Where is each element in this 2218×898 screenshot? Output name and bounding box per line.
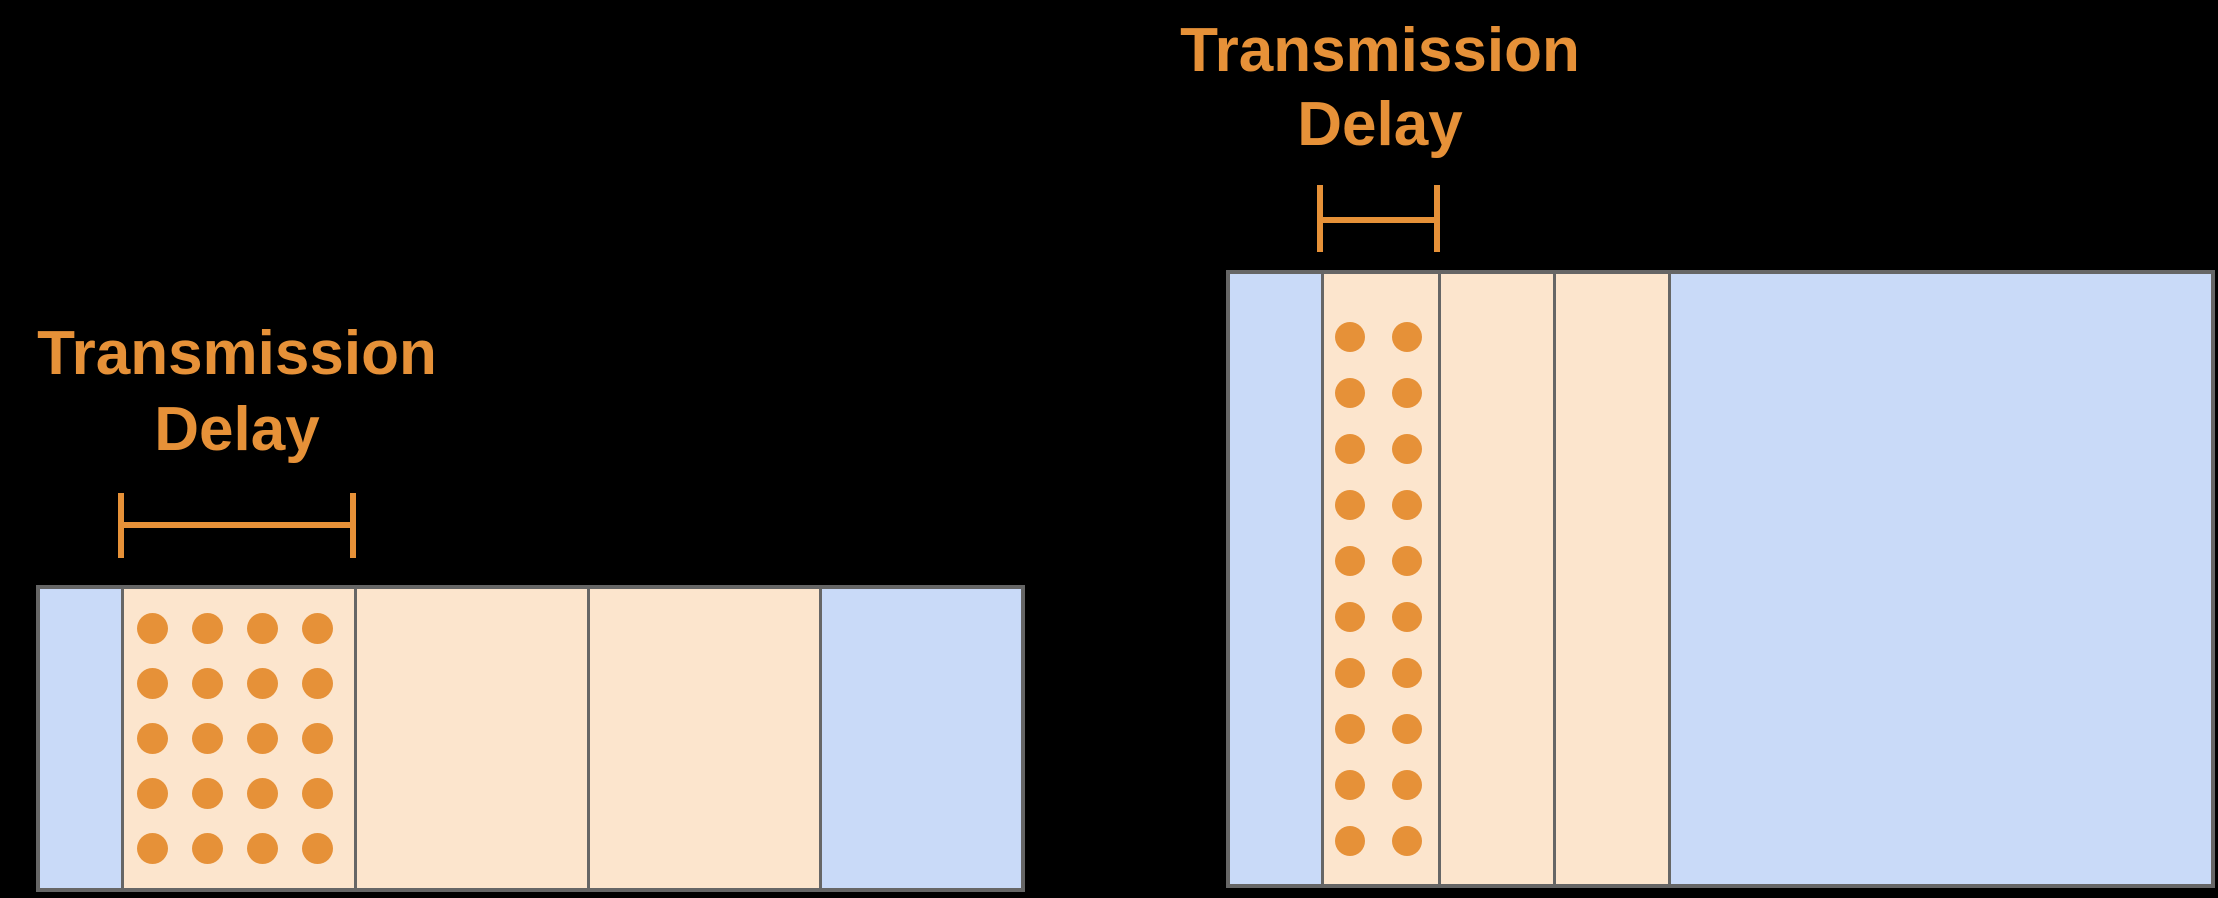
right-bracket-end-tick — [1434, 185, 1440, 252]
left-label-line1: Transmission — [37, 319, 437, 388]
left-link-idle-segment — [40, 589, 121, 888]
packet-bit-dot — [247, 613, 278, 644]
right-packet-dot-grid — [1335, 322, 1422, 856]
packet-bit-dot — [1392, 714, 1422, 744]
packet-bit-dot — [1335, 714, 1365, 744]
packet-bit-dot — [1392, 770, 1422, 800]
left-packet-dot-grid — [137, 613, 333, 864]
packet-bit-dot — [192, 778, 223, 809]
left-bracket-end-tick — [350, 493, 356, 558]
packet-bit-dot — [1392, 434, 1422, 464]
left-link-bar — [36, 585, 1025, 892]
left-transmission-delay-label: Transmission Delay — [20, 316, 454, 468]
packet-bit-dot — [1335, 826, 1365, 856]
packet-bit-dot — [1392, 490, 1422, 520]
packet-bit-dot — [137, 778, 168, 809]
packet-bit-dot — [247, 668, 278, 699]
packet-bit-dot — [1335, 546, 1365, 576]
packet-bit-dot — [302, 668, 333, 699]
packet-bit-dot — [302, 723, 333, 754]
packet-bit-dot — [137, 613, 168, 644]
packet-bit-dot — [247, 723, 278, 754]
right-packet-bits-segment — [1321, 274, 1438, 884]
packet-bit-dot — [1335, 378, 1365, 408]
packet-bit-dot — [1335, 434, 1365, 464]
packet-bit-dot — [137, 668, 168, 699]
right-transmission-delay-label: Transmission Delay — [1163, 14, 1597, 162]
left-label-line2: Delay — [154, 395, 320, 464]
right-bracket-span-line — [1317, 217, 1440, 223]
packet-bit-dot — [192, 668, 223, 699]
packet-bit-dot — [247, 833, 278, 864]
left-packet-segment — [587, 589, 819, 888]
packet-bit-dot — [1335, 770, 1365, 800]
left-packet-segment — [354, 589, 587, 888]
left-link-idle-segment — [819, 589, 1021, 888]
packet-bit-dot — [302, 833, 333, 864]
packet-bit-dot — [192, 723, 223, 754]
packet-bit-dot — [1335, 322, 1365, 352]
packet-bit-dot — [1392, 658, 1422, 688]
packet-bit-dot — [1392, 826, 1422, 856]
right-label-line2: Delay — [1297, 90, 1463, 159]
packet-bit-dot — [1392, 602, 1422, 632]
packet-bit-dot — [302, 778, 333, 809]
packet-bit-dot — [1392, 322, 1422, 352]
right-link-idle-segment — [1668, 274, 2211, 884]
right-link-idle-segment — [1230, 274, 1321, 884]
packet-bit-dot — [1392, 546, 1422, 576]
right-label-line1: Transmission — [1180, 16, 1580, 85]
packet-bit-dot — [192, 833, 223, 864]
right-link-bar — [1226, 270, 2215, 888]
right-packet-segment — [1553, 274, 1668, 884]
packet-bit-dot — [247, 778, 278, 809]
packet-bit-dot — [1335, 602, 1365, 632]
packet-bit-dot — [192, 613, 223, 644]
packet-bit-dot — [1392, 378, 1422, 408]
right-packet-segment — [1438, 274, 1553, 884]
packet-bit-dot — [302, 613, 333, 644]
packet-bit-dot — [137, 833, 168, 864]
left-bracket-span-line — [118, 522, 356, 528]
packet-bit-dot — [1335, 658, 1365, 688]
packet-bit-dot — [137, 723, 168, 754]
packet-bit-dot — [1335, 490, 1365, 520]
left-packet-bits-segment — [121, 589, 354, 888]
